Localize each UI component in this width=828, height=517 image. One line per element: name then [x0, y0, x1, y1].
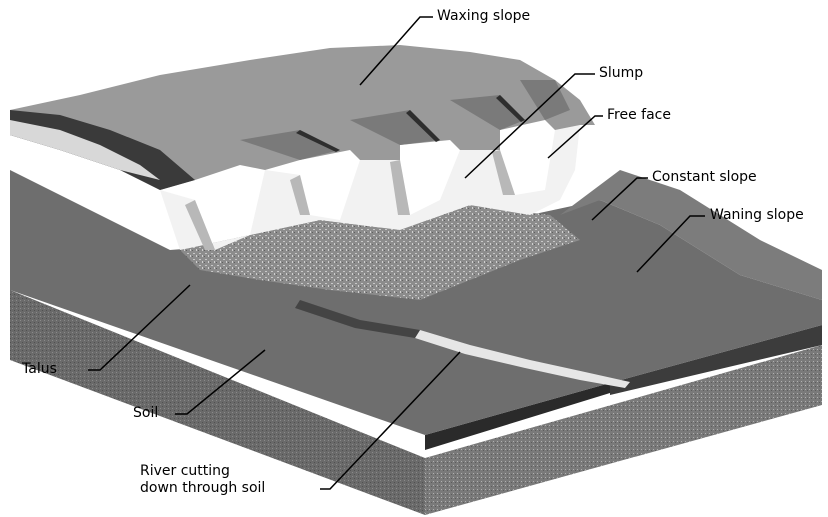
label-waxing-slope: Waxing slope	[437, 8, 530, 25]
label-talus: Talus	[22, 361, 57, 378]
label-free-face: Free face	[607, 107, 671, 124]
label-waning-slope: Waning slope	[710, 207, 804, 224]
label-soil: Soil	[133, 405, 158, 422]
label-river-line1: River cutting	[140, 463, 230, 480]
label-constant-slope: Constant slope	[652, 169, 757, 186]
label-slump: Slump	[599, 65, 643, 82]
label-river-line2: down through soil	[140, 480, 265, 497]
